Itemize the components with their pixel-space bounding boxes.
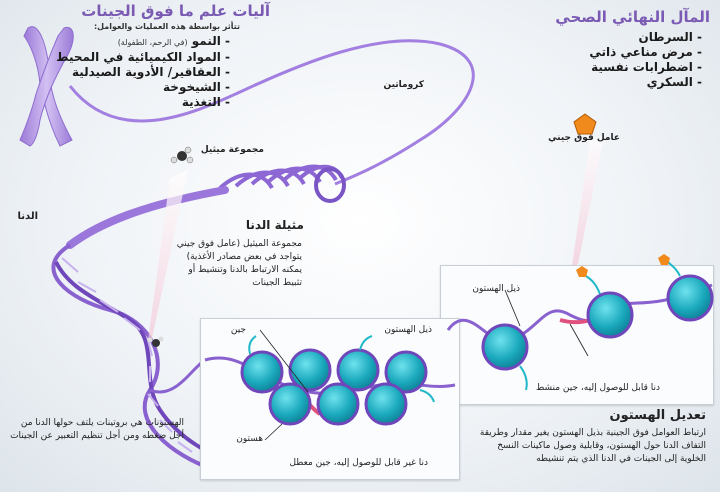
health-item: - السرطان: [542, 30, 702, 45]
epigenetics-item: - الشيخوخة: [20, 80, 230, 95]
health-item: - السكري: [542, 75, 702, 90]
epigenetics-item: - النمو (في الرحم، الطفولة): [20, 34, 230, 50]
histone-mod-text: ارتباط العوامل فوق الجينية بذيل الهستون …: [476, 427, 706, 466]
dna-label: الدنا: [8, 211, 38, 222]
open-chromatin: [448, 254, 712, 390]
health-list: - السرطان - مرض مناعي ذاتي - اضطرابات نف…: [542, 30, 702, 90]
histone-tail-label-right: ذيل الهستون: [460, 284, 520, 294]
methylation-title: مثيلة الدنا: [184, 218, 304, 232]
chromatin-label: كروماتين: [344, 80, 424, 90]
epigenetics-item: - المواد الكيميائية في المحيط: [20, 50, 230, 65]
health-title: المآل النهائي الصحي: [510, 8, 710, 26]
gene-label: جين: [226, 325, 246, 335]
epigenetics-title: آليات علم ما فوق الجينات: [10, 2, 270, 20]
epigenetics-list: - النمو (في الرحم، الطفولة) - المواد الك…: [20, 34, 230, 110]
histone-mod-title: تعديل الهستون: [556, 408, 706, 423]
epigenetic-factor-label: عامل فوق جيني: [540, 133, 620, 143]
histone-label: هستون: [218, 434, 263, 444]
health-item: - مرض مناعي ذاتي: [542, 45, 702, 60]
methyl-group-label: مجموعة ميثيل: [194, 145, 264, 155]
gene-inactive-label: دنا غير قابل للوصول إليه، جين معطل: [278, 458, 428, 468]
closed-chromatin: [205, 336, 455, 424]
methylation-text: مجموعة الميثيل (عامل فوق جيني يتواجد في …: [172, 238, 302, 290]
histones-note: الهستونات هي بروتينات يلتف حولها الدنا م…: [4, 417, 184, 443]
epigenetics-subtitle: تتأثر بواسطة هذه العمليات والعوامل:: [10, 22, 240, 31]
gene-active-label: دنا قابل للوصول إليه، جين منشط: [530, 383, 660, 393]
health-item: - اضطرابات نفسية: [542, 60, 702, 75]
epigenetics-item: - التغذية: [20, 95, 230, 110]
epigenetics-item: - العقاقير/ الأدوية الصيدلية: [20, 65, 230, 80]
histone-tail-label-left: ذيل الهستون: [372, 325, 432, 335]
